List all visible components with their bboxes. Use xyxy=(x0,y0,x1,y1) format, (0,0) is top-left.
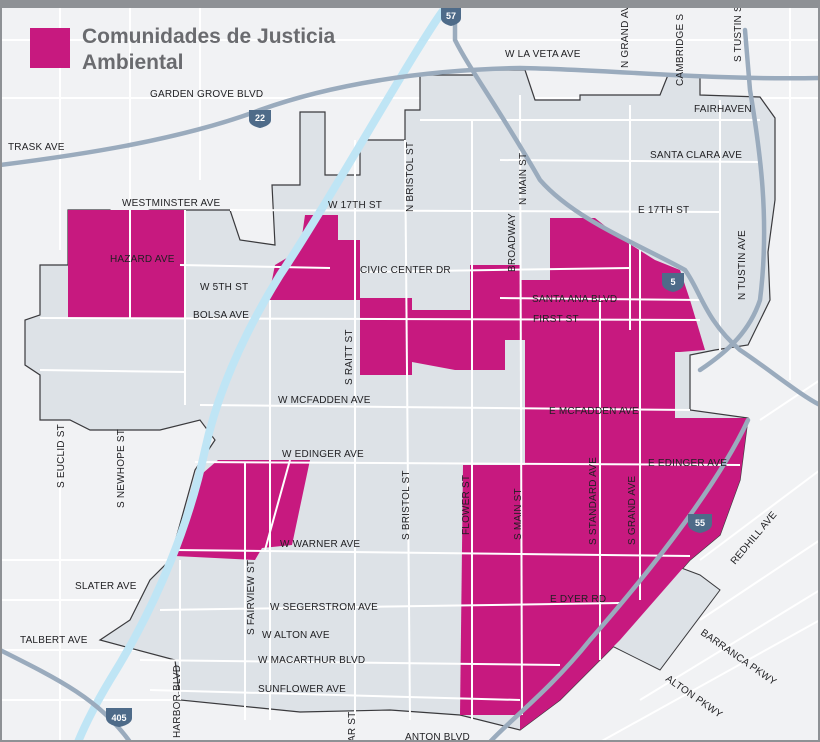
shield-sr57: 57 xyxy=(441,8,461,26)
santa-ana-river xyxy=(74,5,449,742)
label-santa-clara-ave: SANTA CLARA AVE xyxy=(650,150,742,161)
label-w-macarthur-blvd: W MACARTHUR BLVD xyxy=(258,655,365,666)
map-top-bar xyxy=(0,0,820,8)
label-broadway: BROADWAY xyxy=(507,213,518,272)
label-ar-st: AR ST xyxy=(347,712,358,742)
shield-i5: 5 xyxy=(662,273,684,292)
label-e-edinger-ave: E EDINGER AVE xyxy=(648,458,727,469)
label-talbert-ave: TALBERT AVE xyxy=(20,635,88,646)
shield-sr55: 55 xyxy=(688,514,712,533)
label-santa-ana-blvd: SANTA ANA BLVD xyxy=(532,294,617,305)
label-alton-pkwy: ALTON PKWY xyxy=(663,673,724,720)
label-e-mcfadden-ave: E MCFADDEN AVE xyxy=(549,406,639,417)
map-legend: Comunidades de Justicia Ambiental xyxy=(30,24,382,76)
label-fairhaven: FAIRHAVEN xyxy=(694,104,752,115)
label-trask-ave: TRASK AVE xyxy=(8,142,65,153)
label-s-grand-ave: S GRAND AVE xyxy=(627,476,638,545)
label-bolsa-ave: BOLSA AVE xyxy=(193,310,249,321)
label-n-grand-ave: N GRAND AV xyxy=(620,5,631,68)
label-s-newhope-st: S NEWHOPE ST xyxy=(116,429,127,508)
label-s-standard-ave: S STANDARD AVE xyxy=(588,457,599,545)
label-w-la-veta-ave: W LA VETA AVE xyxy=(505,49,581,60)
label-e-dyer-rd: E DYER RD xyxy=(550,594,606,605)
ej-communities xyxy=(68,210,748,730)
label-civic-center-dr: CIVIC CENTER DR xyxy=(360,265,451,276)
svg-text:405: 405 xyxy=(111,713,126,723)
shield-sr22: 22 xyxy=(249,110,271,128)
label-w-alton-ave: W ALTON AVE xyxy=(262,630,330,641)
label-s-euclid-st: S EUCLID ST xyxy=(56,424,67,488)
label-w-segerstrom-ave: W SEGERSTROM AVE xyxy=(270,602,378,613)
shield-i405: 405 xyxy=(106,708,132,727)
label-s-bristol-st: S BRISTOL ST xyxy=(401,470,412,540)
label-s-raitt-st: S RAITT ST xyxy=(344,329,355,385)
label-n-bristol-st: N BRISTOL ST xyxy=(405,142,416,212)
label-flower-st: FLOWER ST xyxy=(461,475,472,535)
label-w-5th-st: W 5TH ST xyxy=(200,282,248,293)
label-slater-ave: SLATER AVE xyxy=(75,581,137,592)
label-garden-grove-blvd: GARDEN GROVE BLVD xyxy=(150,89,263,100)
label-anton-blvd: ANTON BLVD xyxy=(405,732,470,742)
legend-title: Comunidades de Justicia Ambiental xyxy=(82,25,336,74)
label-n-main-st: N MAIN ST xyxy=(518,153,529,205)
svg-text:55: 55 xyxy=(695,518,705,528)
label-cambridge-st: CAMBRIDGE S xyxy=(675,14,686,86)
svg-text:57: 57 xyxy=(446,11,456,21)
label-w-warner-ave: W WARNER AVE xyxy=(280,539,360,550)
label-sunflower-ave: SUNFLOWER AVE xyxy=(258,684,346,695)
svg-text:5: 5 xyxy=(670,277,675,287)
label-westminster-ave: WESTMINSTER AVE xyxy=(122,198,221,209)
legend-swatch xyxy=(30,28,70,68)
label-w-mcfadden-ave: W MCFADDEN AVE xyxy=(278,395,371,406)
label-hazard-ave: HAZARD AVE xyxy=(110,254,175,265)
label-s-tustin-st: S TUSTIN S xyxy=(733,5,744,62)
label-first-st: FIRST ST xyxy=(533,314,579,325)
label-w-edinger-ave: W EDINGER AVE xyxy=(282,449,364,460)
label-s-main-st: S MAIN ST xyxy=(513,488,524,540)
label-harbor-blvd: HARBOR BLVD xyxy=(172,665,183,738)
label-w-17th-st: W 17TH ST xyxy=(328,200,382,211)
label-s-fairview-st: S FAIRVIEW ST xyxy=(246,560,257,635)
label-n-tustin-ave: N TUSTIN AVE xyxy=(737,230,748,300)
svg-text:22: 22 xyxy=(255,113,265,123)
city-streets xyxy=(39,94,761,721)
label-e-17th-st: E 17TH ST xyxy=(638,205,689,216)
